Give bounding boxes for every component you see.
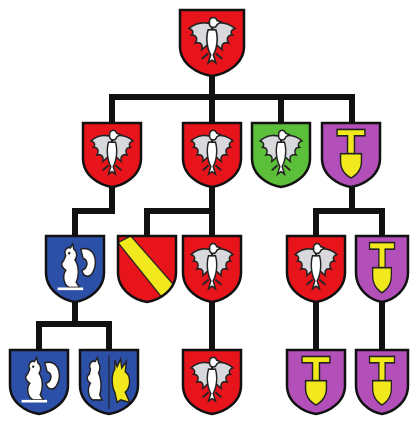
shield-gen3-b xyxy=(80,350,138,414)
shield-gen3-c xyxy=(183,350,241,414)
shield-gen3-e xyxy=(356,350,408,414)
tree-connectors xyxy=(39,76,382,350)
shield-gen3-a xyxy=(10,350,68,414)
shield-gen1-b xyxy=(183,123,241,187)
shield-gen1-c xyxy=(252,123,310,187)
connector-line xyxy=(75,324,109,350)
shield-gen2-e xyxy=(356,236,408,302)
connector-line xyxy=(352,211,382,236)
shield-gen2-d xyxy=(287,236,345,302)
shield-gen2-b xyxy=(118,236,176,302)
shield-gen1-d xyxy=(322,123,380,187)
connector-line xyxy=(316,187,352,236)
connector-line xyxy=(147,187,212,236)
shield-gen1-a xyxy=(83,123,141,187)
shield-gen2-a xyxy=(46,236,104,302)
connector-line xyxy=(39,302,75,350)
shield-root xyxy=(180,10,244,76)
connector-line xyxy=(75,187,112,236)
shield-gen3-d xyxy=(287,350,345,414)
connector-line xyxy=(112,97,352,123)
shield-gen2-c xyxy=(183,236,241,302)
